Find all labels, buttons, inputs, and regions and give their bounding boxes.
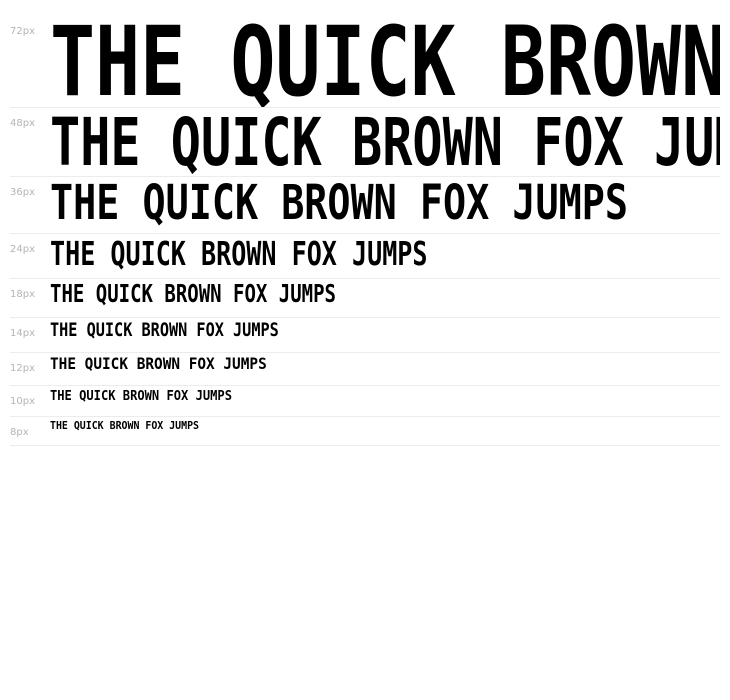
- size-label: 12px: [10, 363, 35, 374]
- preview-row-72: 72px THE QUICK BROWN FOX JUMPS: [10, 10, 720, 108]
- size-label: 18px: [10, 289, 35, 300]
- preview-row-8: 8px THE QUICK BROWN FOX JUMPS: [10, 417, 720, 446]
- sample-text: THE QUICK BROWN FOX JUMPS: [50, 234, 428, 273]
- preview-row-36: 36px THE QUICK BROWN FOX JUMPS: [10, 177, 720, 234]
- sample-text: THE QUICK BROWN FOX JUMPS: [50, 389, 232, 404]
- size-label: 72px: [10, 26, 35, 37]
- preview-row-48: 48px THE QUICK BROWN FOX JUMPS: [10, 108, 720, 177]
- sample-text: THE QUICK BROWN FOX JUMPS: [50, 419, 200, 432]
- sample-text: THE QUICK BROWN FOX JUMPS: [50, 354, 267, 373]
- sample-text: THE QUICK BROWN FOX JUMPS: [50, 10, 720, 108]
- preview-row-24: 24px THE QUICK BROWN FOX JUMPS: [10, 234, 720, 279]
- sample-text: THE QUICK BROWN FOX JUMPS: [50, 177, 628, 231]
- font-preview-sheet: 72px THE QUICK BROWN FOX JUMPS 48px THE …: [10, 10, 720, 446]
- size-label: 24px: [10, 244, 35, 255]
- size-label: 8px: [10, 427, 29, 438]
- preview-row-12: 12px THE QUICK BROWN FOX JUMPS: [10, 353, 720, 386]
- sample-text: THE QUICK BROWN FOX JUMPS: [50, 108, 720, 177]
- sample-text: THE QUICK BROWN FOX JUMPS: [50, 279, 336, 308]
- preview-row-10: 10px THE QUICK BROWN FOX JUMPS: [10, 386, 720, 417]
- size-label: 10px: [10, 396, 35, 407]
- preview-row-14: 14px THE QUICK BROWN FOX JUMPS: [10, 318, 720, 353]
- sample-text: THE QUICK BROWN FOX JUMPS: [50, 319, 279, 341]
- size-label: 36px: [10, 187, 35, 198]
- size-label: 48px: [10, 118, 35, 129]
- size-label: 14px: [10, 328, 35, 339]
- preview-row-18: 18px THE QUICK BROWN FOX JUMPS: [10, 279, 720, 318]
